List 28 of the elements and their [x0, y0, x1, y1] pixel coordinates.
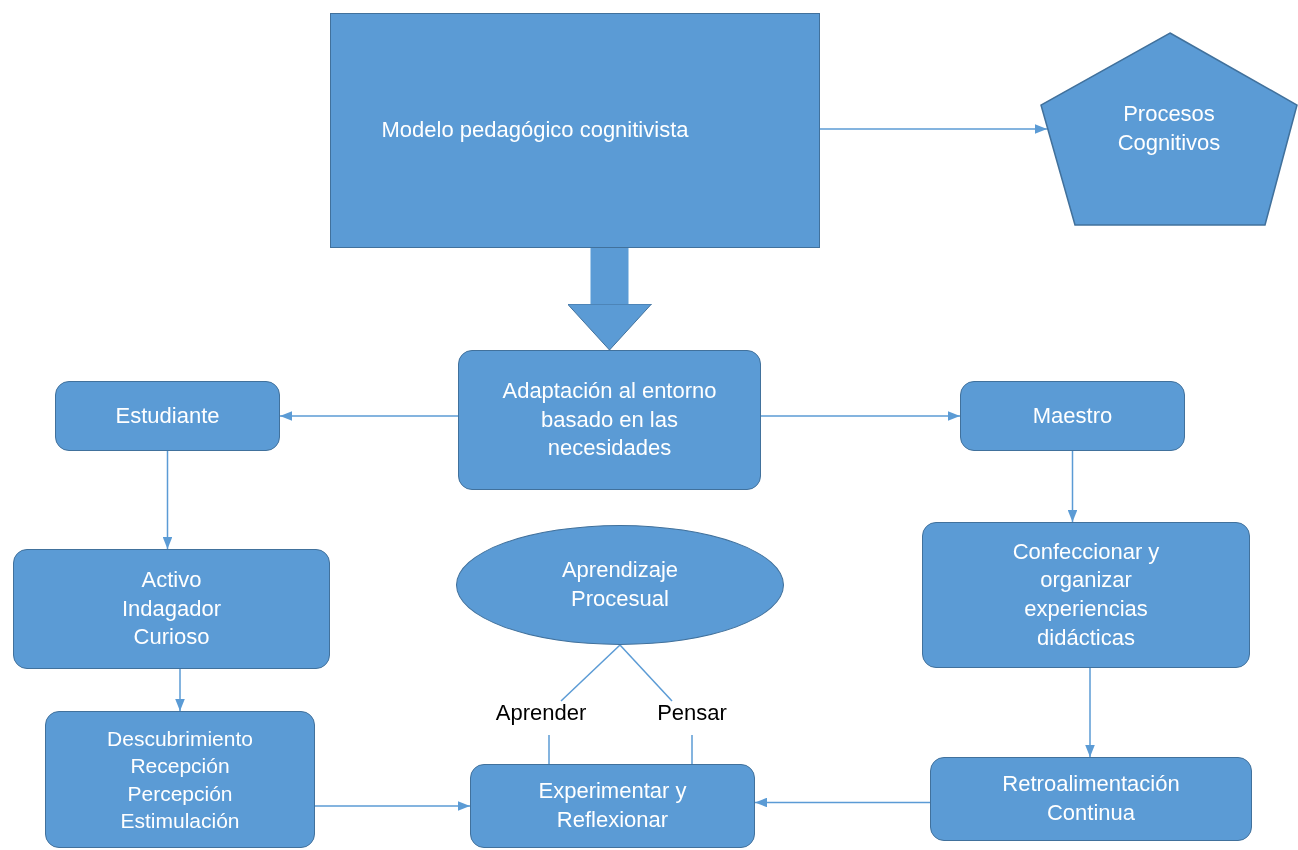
node-label: Activo [141, 566, 202, 595]
rounded-box [930, 757, 1252, 841]
rounded-box [458, 350, 761, 490]
node-label: Retroalimentación Continua [1001, 770, 1181, 827]
node-label: Percepción [127, 780, 233, 807]
node-label: Procesos Cognitivos [1116, 100, 1222, 157]
process-box [330, 13, 820, 248]
node-label: Maestro [1032, 401, 1113, 430]
node-label: Adaptación al entorno basado en las necesidades [502, 377, 717, 463]
node-label: Pensar [657, 698, 727, 727]
node-label: Estimulación [120, 807, 240, 834]
rounded-box [470, 764, 755, 848]
node-label: Confeccionar y organizar experiencias didácticas [1011, 537, 1161, 652]
node-label: Curioso [133, 623, 210, 652]
node-label: Modelo pedagógico cognitivista [381, 116, 689, 145]
node-label: Aprender [495, 698, 587, 727]
node-label: Experimentar y Reflexionar [537, 777, 688, 834]
rounded-box [55, 381, 280, 451]
rounded-box [45, 711, 315, 848]
rounded-box [13, 549, 330, 669]
pentagon-node [1040, 32, 1298, 226]
node-label: Estudiante [115, 401, 220, 430]
node-label: Aprendizaje Procesual [560, 556, 680, 613]
rounded-box [922, 522, 1250, 668]
node-label: Descubrimiento [107, 725, 253, 752]
node-label: Recepción [130, 753, 230, 780]
node-label: Indagador [121, 594, 222, 623]
rounded-box [960, 381, 1185, 451]
